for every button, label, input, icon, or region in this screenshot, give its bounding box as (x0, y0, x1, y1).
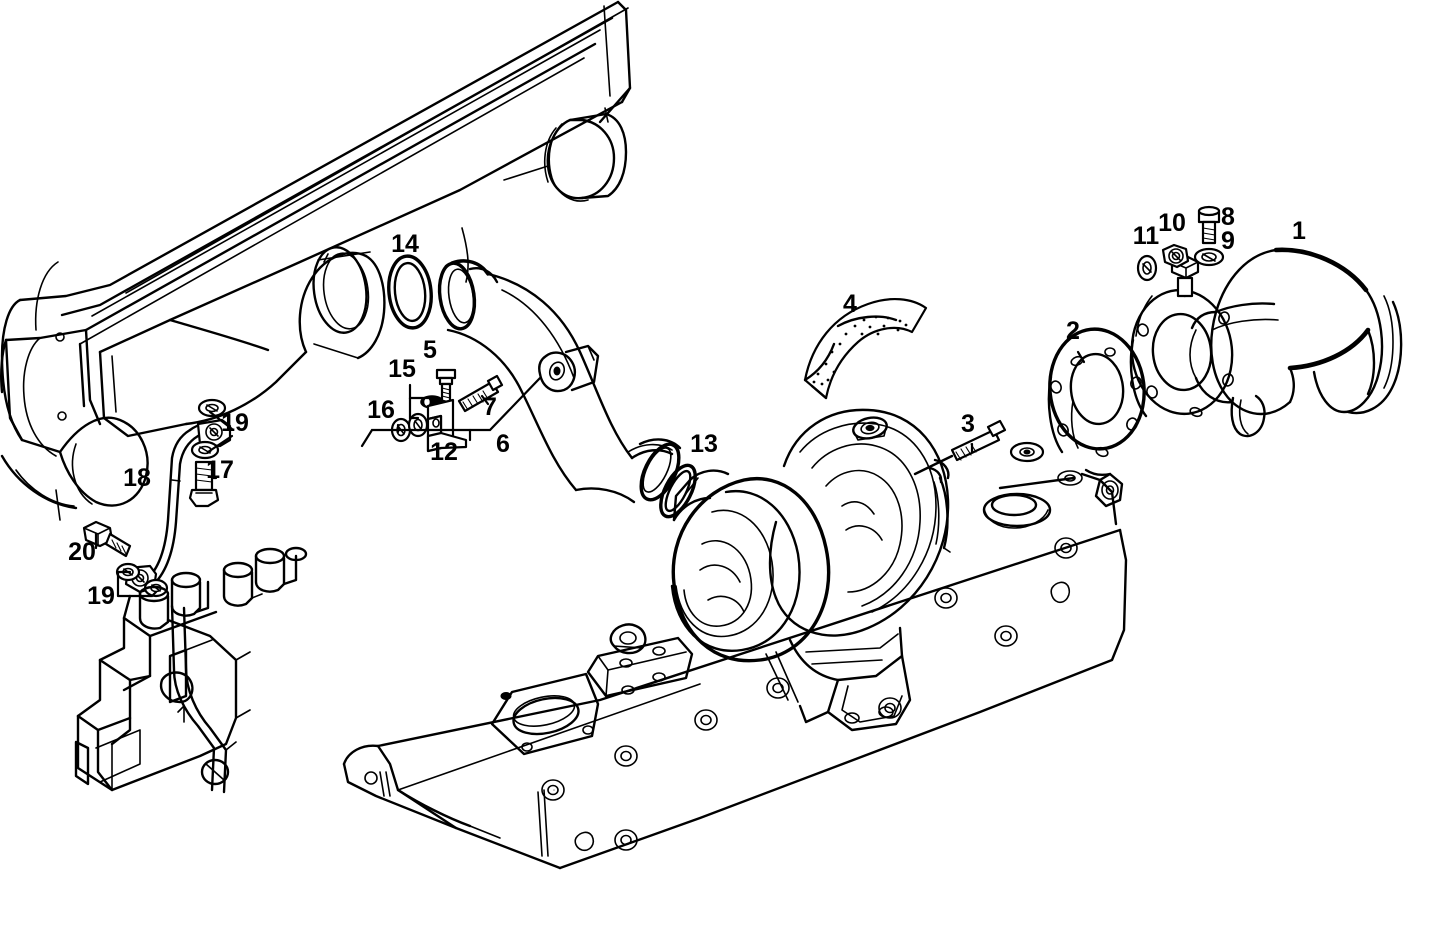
turbo-boss-top (852, 416, 888, 441)
square-cover-plate (586, 636, 694, 698)
turbocharger (670, 408, 951, 732)
callout-number-support-bracket-link: 6 (496, 430, 510, 458)
nut-10 (1161, 243, 1190, 269)
bolt-8 (1197, 205, 1221, 245)
flange-gasket-2 (1047, 327, 1146, 458)
lock-washer-9 (1193, 247, 1225, 267)
delivery-valve-holders (138, 546, 308, 630)
stud-bolt-3 (913, 419, 1007, 476)
sealing-ring-19b (190, 440, 220, 460)
sealing-ring-19a (197, 398, 227, 418)
callout-number-hex-head-bolt: 5 (423, 336, 437, 364)
threaded-stud-7 (457, 374, 504, 413)
callout-number-oil-supply-line: 18 (123, 464, 151, 492)
connecting-pipe (437, 259, 682, 504)
callout-number-spacer-sleeve: 15 (388, 355, 416, 383)
intake-elbow-1 (1189, 247, 1403, 438)
manifold-outlet-socket (298, 246, 386, 360)
heat-shield-4 (803, 298, 928, 400)
inspection-cover (490, 672, 600, 756)
callout-leader-lines (94, 350, 1086, 598)
callout-number-washer: 11 (1133, 222, 1160, 250)
pan-top-boss (609, 623, 647, 655)
angle-bracket-12 (426, 398, 468, 453)
callout-number-lock-washer: 9 (1221, 227, 1235, 255)
callout-number-stud-bolt: 3 (961, 410, 975, 438)
o-ring-seal-14 (387, 254, 433, 330)
hollow-screw-20 (82, 520, 132, 558)
callout-number-heat-shield: 4 (843, 290, 857, 318)
oil-supply-line-18 (82, 398, 232, 598)
callout-number-threaded-stud: 7 (483, 393, 497, 421)
oil-pan-housing (342, 528, 1128, 870)
callout-number-o-ring-seal: 14 (391, 230, 419, 258)
washer-near-turbo (1009, 441, 1045, 463)
callout-number-sealing-ring: 19 (221, 409, 249, 437)
turbocharger-mounting-plate (982, 468, 1124, 529)
callout-number-hollow-screw: 20 (68, 538, 96, 566)
callout-number-nut: 10 (1158, 209, 1186, 237)
callout-number-o-ring-seal: 13 (690, 430, 718, 458)
callout-number-angle-bracket: 12 (430, 438, 458, 466)
washer-11 (1136, 254, 1158, 282)
hex-head-bolt-5 (435, 368, 457, 406)
exhaust-manifold (0, 0, 632, 521)
fuel-injection-pump (74, 546, 308, 794)
callout-number-washer-pair: 16 (367, 396, 395, 424)
banjo-bolt-17 (188, 460, 220, 508)
callout-number-bolt: 8 (1221, 203, 1235, 231)
callout-number-banjo-bolt: 17 (206, 456, 234, 484)
pan-bolt-bosses (541, 537, 1078, 851)
callout-number-intake-elbow-pipe: 1 (1292, 217, 1306, 245)
callout-number-sealing-ring: 19 (87, 582, 115, 610)
callout-number-flange-gasket: 2 (1066, 317, 1080, 345)
hardware-8-9-10-11 (1136, 205, 1225, 282)
